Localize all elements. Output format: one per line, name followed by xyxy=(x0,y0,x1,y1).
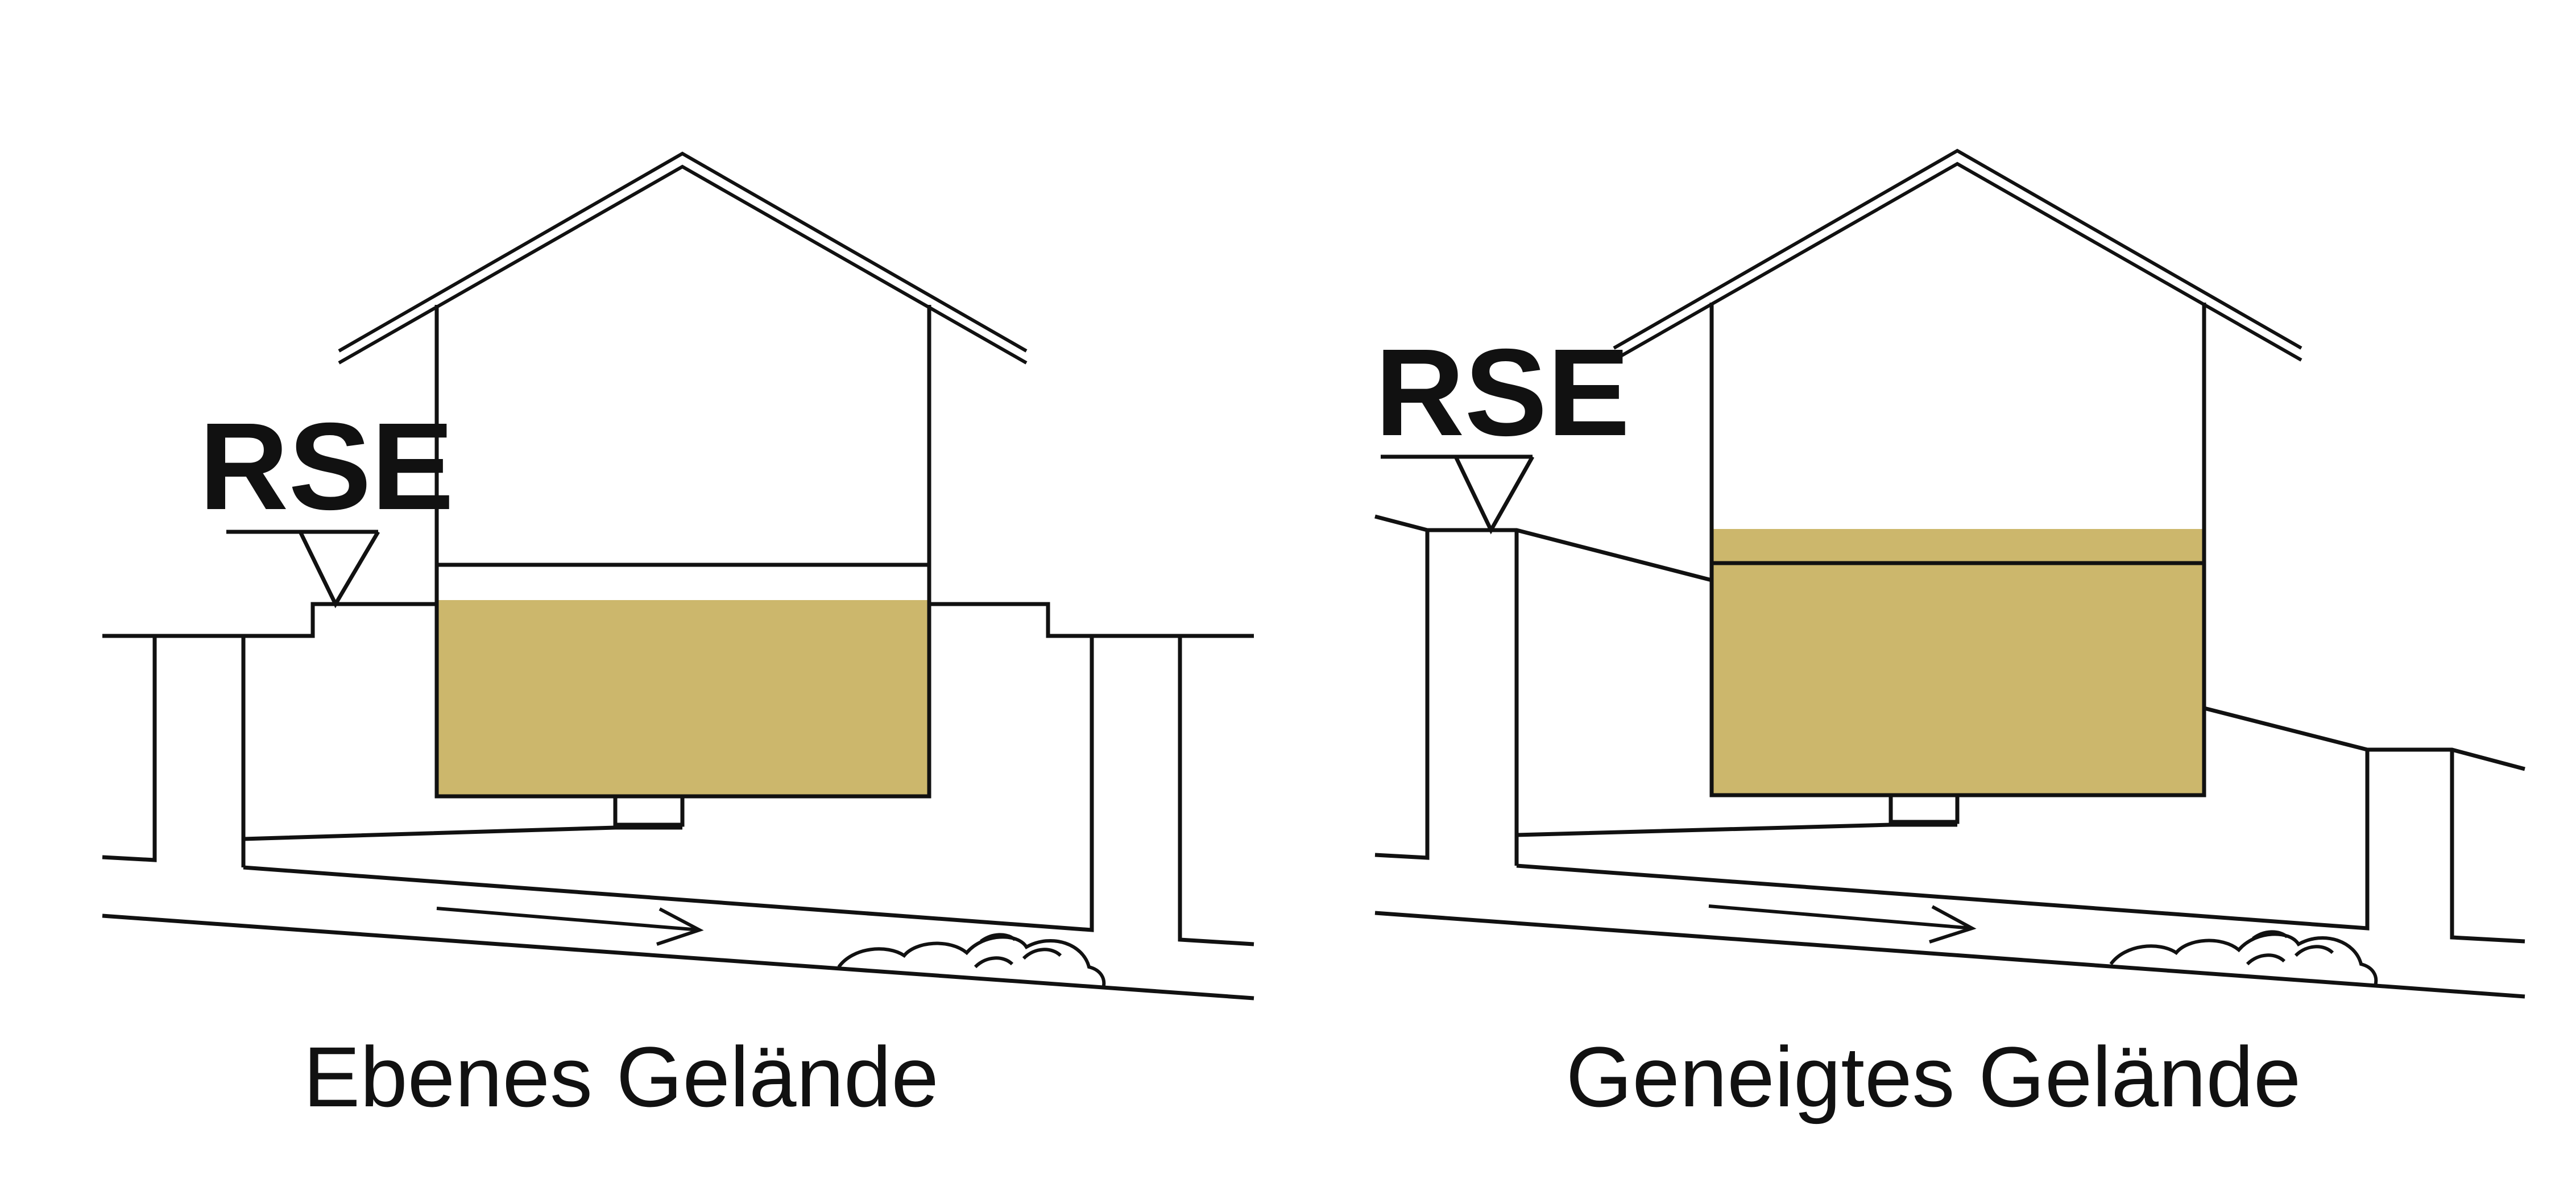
left-shaft-sloped xyxy=(1374,530,1430,860)
ground-right-flat xyxy=(929,602,1254,638)
ground-left-flat xyxy=(102,602,437,638)
roof-sloped xyxy=(1613,148,2302,362)
basement-outlet-flat xyxy=(613,796,685,827)
house-connection-pipe-sloped xyxy=(1516,822,1957,837)
sewer-pipe-top-sloped xyxy=(1516,750,2370,931)
roof-flat xyxy=(338,151,1028,365)
ground-right-sloped xyxy=(2204,706,2525,771)
triangle-down-icon xyxy=(1453,456,1535,535)
shrub-icon xyxy=(2109,930,2378,986)
triangle-down-icon xyxy=(298,531,380,609)
sewer-pipe-bottom-sloped xyxy=(1374,911,2525,999)
rse-label-flat: RSE xyxy=(199,398,454,536)
house-connection-pipe-flat xyxy=(243,825,682,841)
left-shaft-flat xyxy=(102,636,157,862)
shrub-icon xyxy=(837,933,1106,989)
level-marker-sloped: RSE xyxy=(1375,324,1630,535)
arrow-right-icon xyxy=(436,907,704,946)
caption-flat: Ebenes Gelände xyxy=(303,1029,939,1125)
arrow-right-icon xyxy=(1708,904,1977,944)
caption-sloped: Geneigtes Gelände xyxy=(1566,1029,2301,1125)
panel-flat-terrain: RSE Ebenes Gelände xyxy=(102,151,1254,1125)
basement-outlet-sloped xyxy=(1888,795,1960,824)
sewer-pipe-top-flat xyxy=(243,636,1094,932)
water-fill-flat xyxy=(437,600,929,796)
ground-left-sloped xyxy=(1374,514,1712,582)
sewer-pipe-bottom-flat xyxy=(102,913,1254,1001)
rse-label-sloped: RSE xyxy=(1375,324,1630,462)
level-marker-flat: RSE xyxy=(199,398,454,609)
water-fill-sloped xyxy=(1712,529,2204,795)
right-shaft-sloped xyxy=(2450,750,2525,944)
right-shaft-flat xyxy=(1178,636,1254,946)
panel-sloped-terrain: RSE Geneigtes Gelände xyxy=(1374,148,2525,1125)
